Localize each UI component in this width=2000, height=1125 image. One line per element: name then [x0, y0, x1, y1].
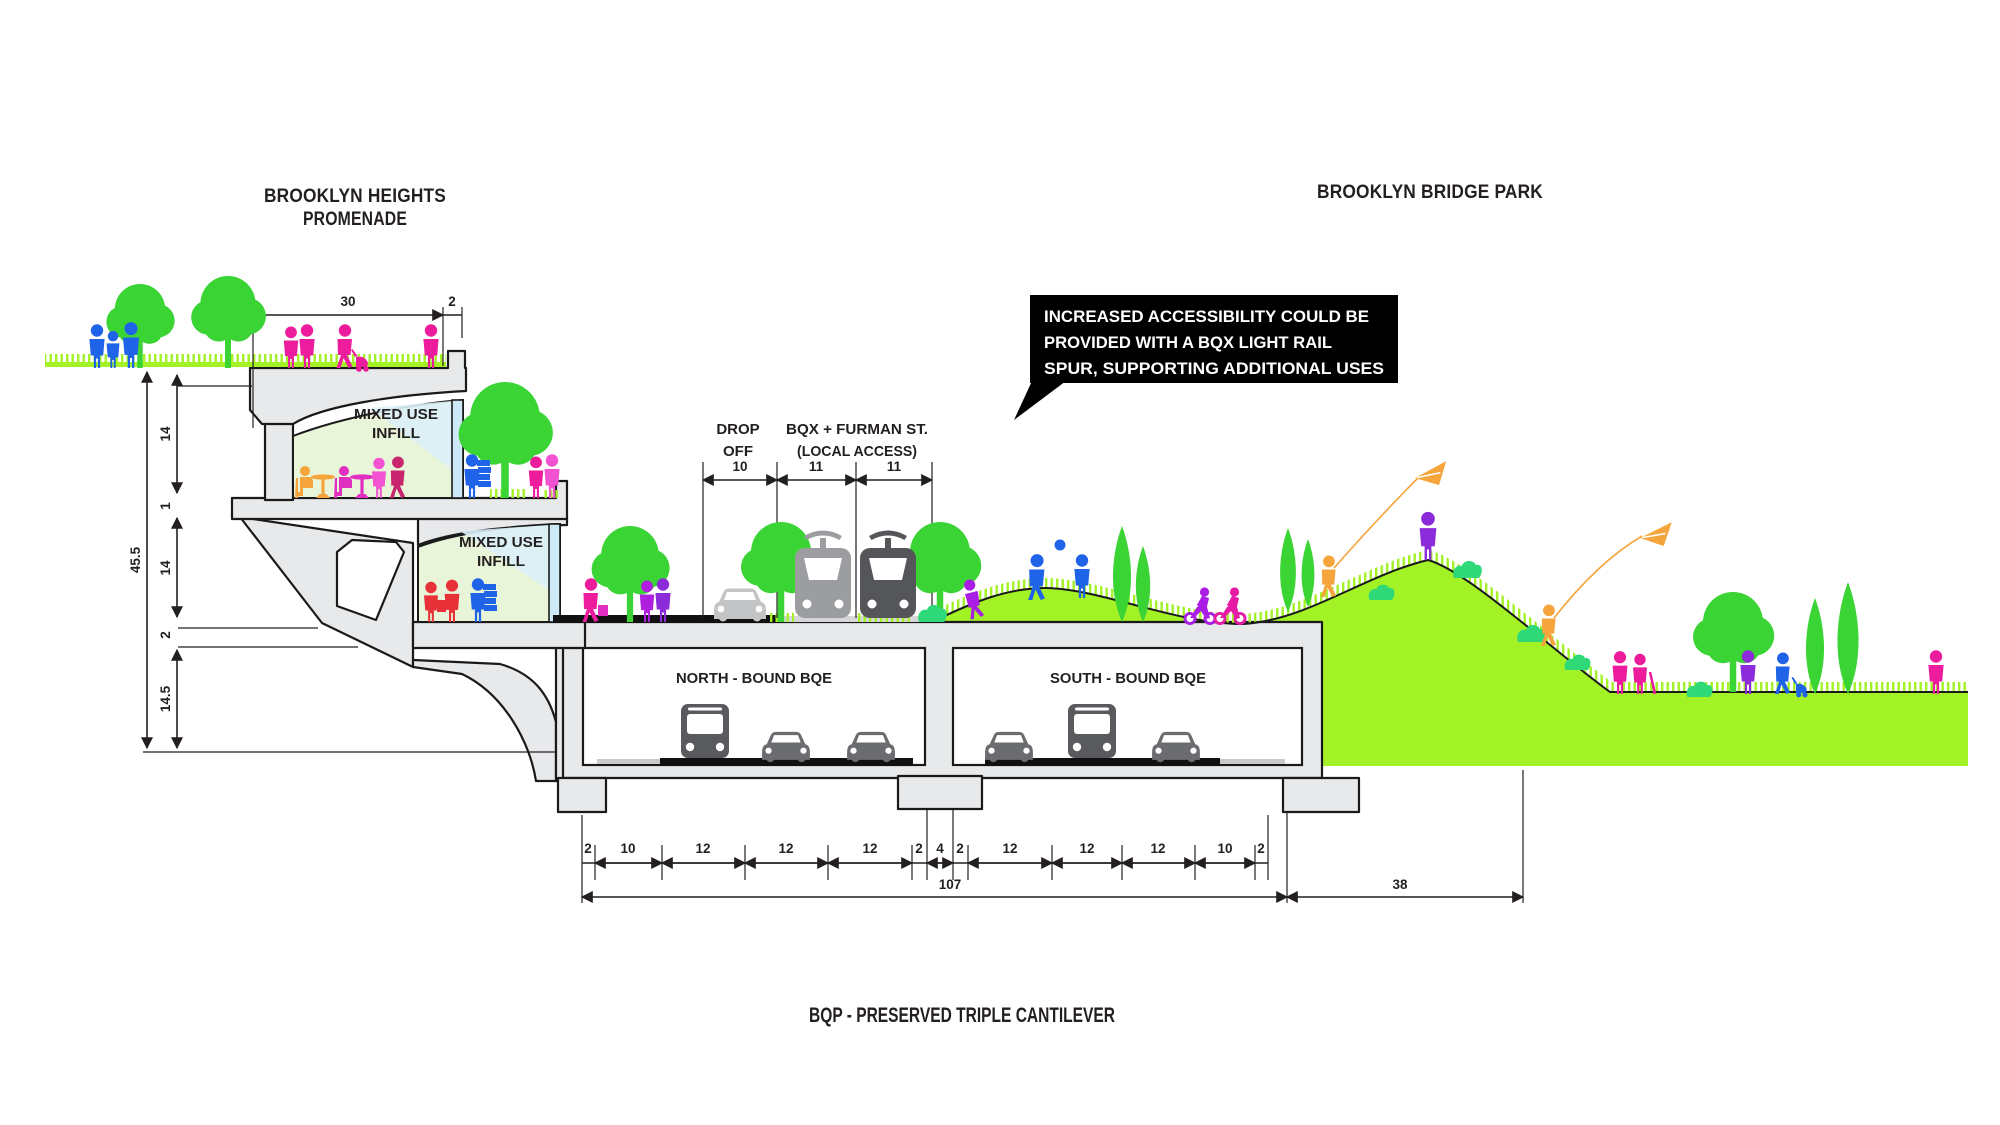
bush-icon [1453, 560, 1482, 578]
label-south-tunnel: SOUTH - BOUND BQE [1050, 671, 1206, 687]
dim-seg: 2 [1257, 841, 1265, 856]
dim-seg: 12 [1150, 841, 1165, 856]
south-shoulder [1220, 759, 1285, 764]
dim-bqx-lane1: 11 [809, 459, 824, 474]
title-promenade-line1: BROOKLYN HEIGHTS [264, 186, 446, 207]
dim-seg: 2 [584, 841, 592, 856]
dim-promenade-width: 30 [340, 294, 355, 309]
dim-total-height: 45.5 [128, 546, 143, 573]
label-mixed-use-lower-1: MIXED USE [459, 534, 543, 551]
dim-street-slab: 2 [158, 631, 173, 639]
cane-icon [1648, 671, 1657, 695]
dim-seg: 10 [1217, 841, 1232, 856]
upper-wall [263, 418, 295, 502]
dim-promenade-edge: 2 [448, 294, 456, 309]
label-bqx-2: (LOCAL ACCESS) [797, 443, 917, 460]
callout-tail [1014, 381, 1066, 420]
dim-bqx-lane2: 11 [887, 459, 902, 474]
kite-icon [1412, 460, 1452, 491]
dim-seg: 2 [956, 841, 964, 856]
section-labels: MIXED USE INFILL MIXED USE INFILL DROP O… [354, 406, 1206, 687]
glass-pane [451, 399, 464, 499]
label-drop-off-2: OFF [723, 443, 753, 460]
label-bqx-1: BQX + FURMAN ST. [786, 421, 928, 438]
dim-seg: 12 [1079, 841, 1094, 856]
footing-center [896, 774, 984, 811]
footing-right [1281, 776, 1361, 814]
kite-string [1553, 535, 1643, 619]
label-mixed-use-upper-2: INFILL [372, 425, 420, 442]
ball-icon [1054, 539, 1066, 551]
callout-box [1030, 295, 1398, 383]
north-roadway [660, 758, 913, 766]
kite-icon [1637, 521, 1677, 551]
shopping-bag-icon [437, 600, 446, 612]
kite-string [1333, 475, 1421, 569]
label-drop-off-1: DROP [716, 421, 759, 438]
callout-line2: PROVIDED WITH A BQX LIGHT RAIL [1044, 333, 1332, 352]
label-north-tunnel: NORTH - BOUND BQE [676, 671, 832, 687]
bottom-dim-ticks [581, 770, 1524, 903]
titles: BROOKLYN HEIGHTS PROMENADE BROOKLYN BRID… [264, 182, 1543, 1027]
glass-pane [548, 523, 561, 623]
dim-total-cantilever: 107 [939, 877, 962, 892]
diagonal-brace [238, 515, 415, 669]
dim-seg: 12 [778, 841, 793, 856]
bottom-dim-labels: 2 10 12 12 12 2 4 2 12 12 12 10 2 [584, 841, 1265, 856]
callout: INCREASED ACCESSIBILITY COULD BE PROVIDE… [1014, 295, 1398, 420]
dim-total-park: 38 [1392, 877, 1408, 892]
road-surfaces [553, 615, 1285, 766]
dim-seg: 12 [862, 841, 877, 856]
dim-seg: 10 [620, 841, 635, 856]
drop-off-car-icon [714, 588, 766, 622]
mixed-use-infill-upper-box [292, 398, 464, 499]
dim-slab1: 1 [158, 502, 173, 510]
title-park: BROOKLYN BRIDGE PARK [1317, 182, 1543, 203]
dim-seg: 2 [915, 841, 923, 856]
cypress-tree-icon [1280, 528, 1296, 612]
dim-seg: 12 [695, 841, 710, 856]
dim-tunnel-level: 14.5 [158, 685, 173, 712]
dim-upper-level: 14 [158, 426, 173, 442]
bqx-lane-surface [782, 616, 932, 622]
tree-icon [1693, 592, 1775, 692]
lower-wall [411, 658, 558, 783]
people [89, 322, 1944, 698]
footing-left [556, 776, 608, 814]
label-mixed-use-lower-2: INFILL [477, 553, 525, 570]
bqx-tram-icon [860, 530, 916, 618]
callout-line3: SPUR, SUPPORTING ADDITIONAL USES [1044, 359, 1384, 378]
bag-icon [598, 605, 608, 616]
bus-icon [681, 704, 729, 758]
title-bottom: BQP - PRESERVED TRIPLE CANTILEVER [809, 1004, 1115, 1027]
north-shoulder [597, 759, 660, 764]
dim-mid-level: 14 [158, 560, 173, 576]
promenade-deck [248, 349, 468, 426]
dim-seg: 4 [936, 841, 944, 856]
callout-line1: INCREASED ACCESSIBILITY COULD BE [1044, 307, 1369, 326]
cypress-tree-icon [1805, 598, 1825, 694]
south-roadway [985, 758, 1220, 766]
dimension-lines: 30 2 45.5 14 1 14 2 14.5 10 11 11 2 10 [128, 294, 1525, 903]
drop-off-road [553, 615, 782, 623]
cypress-tree-icon [1837, 582, 1859, 694]
title-promenade-line2: PROMENADE [303, 209, 407, 230]
street-slab [411, 620, 587, 650]
bus-icon [1068, 704, 1116, 758]
dim-seg: 12 [1002, 841, 1017, 856]
dim-drop-off: 10 [732, 459, 747, 474]
pedestrian-icon [528, 456, 544, 498]
label-mixed-use-upper-1: MIXED USE [354, 406, 438, 423]
